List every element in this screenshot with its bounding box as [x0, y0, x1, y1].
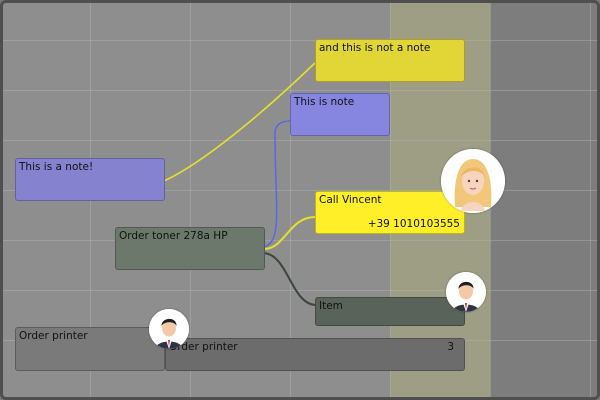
male-avatar-icon [149, 309, 189, 349]
node-label: Order toner 278a HP [119, 230, 228, 242]
task-item[interactable]: Item [315, 297, 465, 326]
link-toner-to-item [263, 252, 316, 306]
node-label: Order printer [169, 341, 238, 353]
task-order-printer-quantity[interactable]: Order printer 3 [165, 338, 465, 371]
link-toner-to-call-vincent [263, 216, 316, 250]
quantity-count: 3 [447, 341, 454, 353]
note-this-is-a-note[interactable]: This is a note! [15, 158, 165, 201]
grid-line [290, 3, 291, 397]
grid-line [3, 140, 597, 141]
note-this-is-note[interactable]: This is note [290, 93, 390, 136]
node-label: This is note [294, 96, 355, 108]
connection-lines [163, 62, 316, 306]
grid-line [590, 3, 591, 397]
grid-line [190, 3, 191, 397]
male-user-avatar[interactable] [149, 309, 189, 349]
link-note-to-not-note [163, 62, 316, 182]
female-user-avatar[interactable] [441, 149, 505, 213]
link-toner-to-this-is-note [263, 120, 291, 248]
grid-line [3, 40, 597, 41]
node-and-this-is-not-a-note[interactable]: and this is not a note [315, 39, 465, 82]
grid-line [3, 90, 597, 91]
node-label: Item [319, 300, 343, 312]
canvas-column-right [490, 3, 597, 397]
task-call-vincent[interactable]: Call Vincent +39 1010103555 [315, 191, 465, 234]
node-label: Call Vincent [319, 194, 382, 206]
female-avatar-icon [441, 149, 505, 213]
grid-line [3, 190, 597, 191]
node-label: Order printer [19, 330, 88, 342]
task-order-printer[interactable]: Order printer [15, 327, 165, 371]
task-order-toner[interactable]: Order toner 278a HP [115, 227, 265, 270]
node-label: This is a note! [19, 161, 94, 173]
node-label: and this is not a note [319, 42, 431, 54]
phone-number: +39 1010103555 [367, 218, 460, 230]
grid-line [3, 290, 597, 291]
male-user-avatar[interactable] [446, 272, 486, 312]
male-avatar-icon [446, 272, 486, 312]
grid-line [3, 240, 597, 241]
